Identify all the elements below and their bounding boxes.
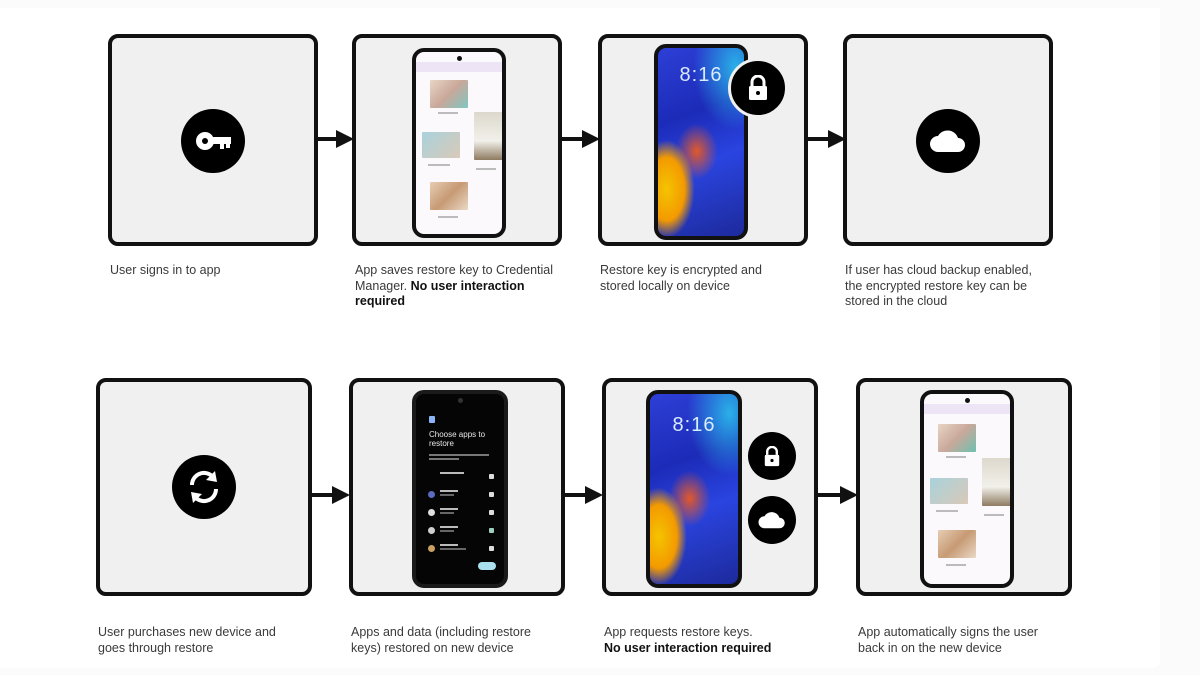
step-caption-save-key: App saves restore key to Credential Mana… — [355, 263, 554, 308]
app-row-all[interactable] — [428, 472, 494, 482]
gallery-thumb — [982, 458, 1010, 506]
lock-icon — [728, 58, 788, 118]
diagram-canvas: User signs in to app App saves restore k… — [0, 8, 1160, 668]
phone-choose-apps: Choose apps to restore — [412, 390, 508, 588]
cloud-icon — [748, 496, 796, 544]
camera-notch — [456, 56, 462, 61]
gallery-thumb — [422, 132, 460, 158]
gallery-thumb — [930, 478, 968, 504]
step-caption-request-keys: App requests restore keys. No user inter… — [604, 625, 772, 655]
camera-notch — [457, 398, 463, 403]
gallery-thumb — [938, 424, 976, 452]
step-box-sign-in — [108, 34, 318, 246]
step-caption-encrypt-local: Restore key is encrypted and stored loca… — [600, 263, 762, 293]
phone-app-gallery — [920, 390, 1014, 588]
step-caption-restore-apps: Apps and data (including restore keys) r… — [351, 625, 531, 655]
step-box-cloud-backup — [843, 34, 1053, 246]
arrow-right-1 — [318, 130, 354, 148]
gallery-thumb — [474, 112, 502, 160]
step-caption-cloud-backup: If user has cloud backup enabled, the en… — [845, 263, 1032, 308]
sync-icon — [172, 455, 236, 519]
gallery-thumb — [938, 530, 976, 558]
restore-app-icon — [429, 416, 435, 423]
gallery-thumb — [430, 182, 468, 210]
arrow-right-5 — [565, 486, 603, 504]
gallery-thumb — [430, 80, 468, 108]
step-caption-new-device: User purchases new device and goes throu… — [98, 625, 276, 655]
lockscreen-clock: 8:16 — [672, 414, 716, 436]
key-icon — [181, 109, 245, 173]
arrow-right-3 — [808, 130, 846, 148]
step-box-new-device — [96, 378, 312, 596]
step-caption-auto-sign-in: App automatically signs the user back in… — [858, 625, 1038, 655]
app-row[interactable] — [428, 490, 494, 500]
restore-button[interactable] — [478, 562, 496, 570]
step-box-encrypt-local: 8:16 — [598, 34, 808, 246]
choose-apps-title: Choose apps to restore — [429, 430, 486, 448]
step-box-restore-apps: Choose apps to restore — [349, 378, 565, 596]
arrow-right-4 — [312, 486, 350, 504]
step-box-auto-sign-in — [856, 378, 1072, 596]
phone-lockscreen: 8:16 — [646, 390, 742, 588]
cloud-icon — [916, 109, 980, 173]
arrow-right-2 — [562, 130, 600, 148]
step-box-request-keys: 8:16 — [602, 378, 818, 596]
arrow-right-6 — [818, 486, 858, 504]
step-box-save-key — [352, 34, 562, 246]
step-caption-sign-in: User signs in to app — [110, 263, 221, 277]
app-row[interactable] — [428, 544, 494, 554]
app-header-bar — [416, 62, 502, 72]
app-row[interactable] — [428, 508, 494, 518]
lockscreen-clock: 8:16 — [679, 64, 723, 86]
app-row[interactable] — [428, 526, 494, 536]
phone-app-gallery — [412, 48, 506, 238]
camera-notch — [964, 398, 970, 403]
app-header-bar — [924, 404, 1010, 414]
lock-icon — [748, 432, 796, 480]
